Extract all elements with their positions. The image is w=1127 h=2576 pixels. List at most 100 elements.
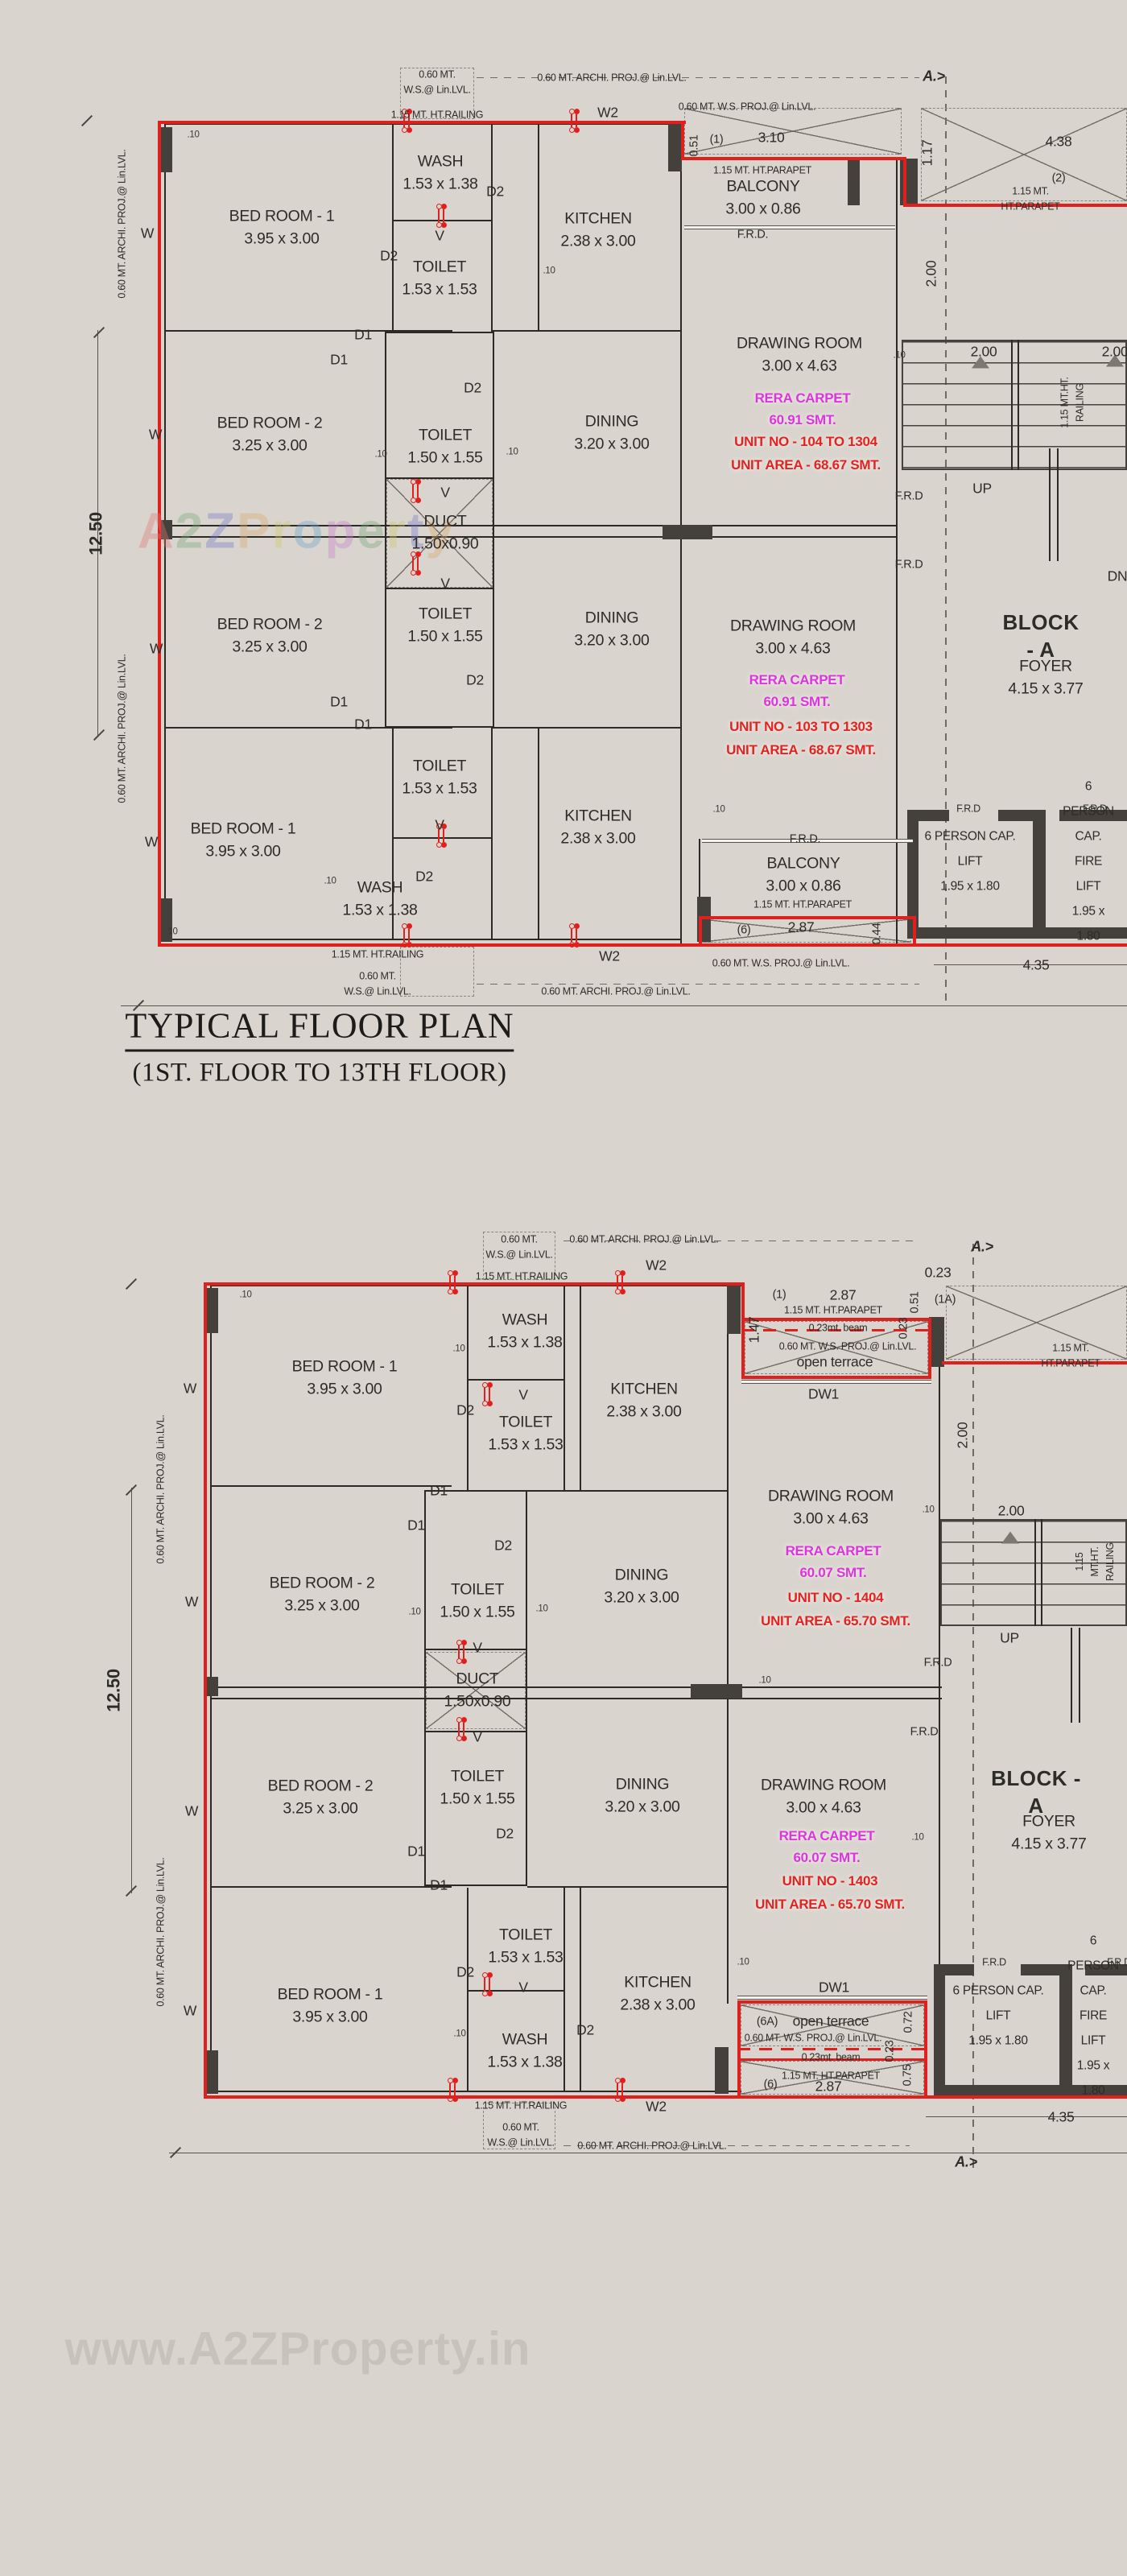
- projection-dashed-box: [400, 947, 474, 997]
- wall: [527, 1490, 727, 1492]
- wall: [493, 727, 682, 729]
- unit-boundary-line: [681, 121, 684, 160]
- note-stair-railing: 1.15 MT.HT. RAILING: [1059, 377, 1085, 428]
- label-vent-v: V: [518, 1979, 528, 1996]
- door-window-symbol: [410, 551, 421, 576]
- room-toilet-top: TOILET 1.53 x 1.53: [402, 258, 477, 298]
- watermark-letter: o: [292, 503, 325, 559]
- unit-info-top: UNIT NO - 1404 UNIT AREA - 65.70 SMT.: [761, 1590, 910, 1629]
- room-bedroom2-b: BED ROOM - 2 3.25 x 3.00: [217, 615, 323, 655]
- wall: [392, 727, 394, 939]
- wall: [564, 1888, 565, 2091]
- block-label: BLOCK - A: [991, 1766, 1081, 1818]
- dim-wall-10: .10: [543, 266, 555, 276]
- wall: [467, 1888, 469, 2091]
- note-ws-top: 0.60 MT. W.S.@ Lin.LVL.: [403, 68, 471, 95]
- label-door-d2: D2: [456, 1402, 474, 1418]
- dim-287-bot: 2.87: [815, 2078, 842, 2095]
- wall: [1079, 1628, 1080, 1723]
- watermark-letter: r: [271, 503, 293, 559]
- wall-thick: [934, 2085, 1072, 2096]
- stair-direction-arrow: [1106, 354, 1124, 367]
- label-frd-foyer-b: F.R.D: [894, 558, 923, 572]
- unit-boundary-line: [204, 1282, 745, 1286]
- note-ws-bot: 0.60 MT. W.S.@ Lin.LVL.: [344, 970, 411, 997]
- note-archi-top: 0.60 MT. ARCHI. PROJ.@ Lin.LVL.: [537, 72, 687, 84]
- room-bedroom1-bot: BED ROOM - 1 3.95 x 3.00: [190, 819, 296, 860]
- wall: [1034, 1519, 1036, 1626]
- wall: [1071, 1628, 1072, 1723]
- dim-075: 0.75: [901, 2064, 914, 2087]
- stair-direction-arrow: [972, 356, 989, 369]
- wall-thick: [663, 525, 712, 539]
- room-bedroom1-bot: BED ROOM - 1 3.95 x 3.00: [277, 1985, 383, 2025]
- dim-023-top: 0.23: [924, 1264, 952, 1281]
- dim-200-left: 2.00: [954, 1422, 971, 1449]
- wall: [424, 1885, 527, 1886]
- room-toilet-bot: TOILET 1.53 x 1.53: [488, 1926, 564, 1966]
- label-vent-v: V: [435, 816, 444, 833]
- door-window-symbol: [614, 1270, 625, 1294]
- label-door-d2: D2: [464, 379, 481, 396]
- dim-435: 4.35: [1047, 2108, 1075, 2125]
- label-door-d2: D2: [415, 868, 433, 885]
- room-kitchen-bot: KITCHEN 2.38 x 3.00: [560, 807, 636, 847]
- room-kitchen-top: KITCHEN 2.38 x 3.00: [560, 209, 636, 250]
- wall: [424, 1731, 527, 1732]
- door-window-symbol: [401, 109, 412, 133]
- room-dining-b: DINING 3.20 x 3.00: [574, 609, 650, 649]
- watermark-letter: Z: [204, 503, 237, 559]
- room-toilet-top: TOILET 1.53 x 1.53: [488, 1413, 564, 1453]
- dim-117: 1.17: [919, 139, 935, 167]
- room-kitchen-top: KITCHEN 2.38 x 3.00: [606, 1380, 682, 1420]
- label-w2-bot: W2: [646, 2098, 667, 2115]
- unit-boundary-line: [204, 1282, 207, 2099]
- label-door-d2: D2: [486, 183, 504, 200]
- door-window-symbol: [456, 1640, 467, 1664]
- label-door-d1: D1: [354, 716, 372, 733]
- section-line: [477, 984, 919, 985]
- room-drawing-bot: DRAWING ROOM 3.00 x 4.63: [761, 1776, 886, 1816]
- wall: [527, 1886, 727, 1888]
- room-bedroom2-a: BED ROOM - 2 3.25 x 3.00: [269, 1574, 375, 1614]
- label-window-w2: W: [148, 426, 163, 443]
- label-vent-v: V: [435, 227, 444, 244]
- label-frd-foyer-b: F.R.D: [910, 1725, 939, 1739]
- section-line: [564, 2145, 910, 2146]
- door-window-symbol: [447, 2078, 458, 2102]
- dim-wall-10: .10: [374, 449, 387, 460]
- wall-thick: [1033, 810, 1046, 939]
- projection-cross-box: [921, 108, 1127, 201]
- dim-200-stair: 2.00: [997, 1502, 1025, 1519]
- wall: [424, 1490, 527, 1492]
- dim-key-1a: (1A): [934, 1293, 956, 1307]
- wall-thick: [1059, 1964, 1072, 2096]
- unit-boundary-line: [741, 1282, 745, 1321]
- dim-200-stair-a: 2.00: [970, 343, 997, 360]
- note-archi-bot: 0.60 MT. ARCHI. PROJ.@ Lin.LVL.: [541, 985, 691, 997]
- wall-thick: [205, 2050, 218, 2094]
- unit-boundary-line: [699, 916, 916, 919]
- door-window-symbol: [436, 204, 447, 228]
- room-wash-bot: WASH 1.53 x 1.38: [342, 878, 418, 919]
- rera-carpet-top: RERA CARPET 60.07 SMT.: [785, 1542, 881, 1580]
- room-kitchen-bot: KITCHEN 2.38 x 3.00: [620, 1973, 696, 2013]
- room-dining-a: DINING 3.20 x 3.00: [574, 412, 650, 452]
- dim-key-2: (2): [1051, 171, 1066, 185]
- room-balcony-bot: BALCONY 3.00 x 0.86: [766, 854, 841, 894]
- wall-thick: [205, 1288, 218, 1333]
- beam-dashed-line: [737, 2048, 927, 2050]
- wall: [210, 1698, 942, 1699]
- label-window-w3: W: [149, 640, 163, 657]
- unit-boundary-line: [737, 2058, 927, 2061]
- unit-boundary-line: [204, 2095, 748, 2099]
- dim-287: 2.87: [787, 919, 815, 935]
- section-marker-top: A.>: [971, 1238, 993, 1255]
- dim-wall-10: .10: [187, 130, 200, 140]
- label-w2-top: W2: [646, 1257, 667, 1274]
- label-door-d2: D2: [494, 1537, 512, 1554]
- dim-051: 0.51: [687, 134, 701, 157]
- label-door-d2: D2: [456, 1963, 474, 1980]
- wall: [680, 123, 682, 526]
- room-dining-b: DINING 3.20 x 3.00: [605, 1775, 680, 1815]
